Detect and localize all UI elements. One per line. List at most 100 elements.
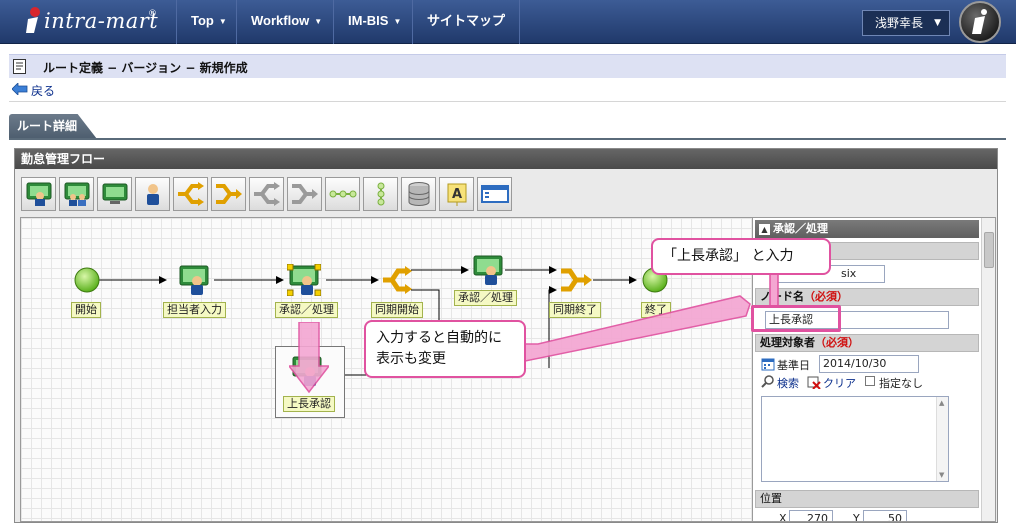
merge-icon [561,268,592,292]
tool-merge[interactable] [211,177,246,211]
tool-line[interactable] [325,177,360,211]
x-value: 270 [807,512,828,522]
node-name-input[interactable]: 上長承認 [765,311,949,329]
scroll-down-icon[interactable]: ▼ [939,471,945,479]
user-name: 浅野幸長 [875,16,924,30]
flow-node-sync-end[interactable] [559,264,593,299]
callout-enter-name-text: 「上長承認」 と入力 [663,248,794,264]
down-arrow-annotation [289,322,329,394]
scroll-thumb[interactable] [984,232,994,268]
person-node-icon [146,184,159,205]
back-link[interactable]: 戻る [31,84,56,98]
approve-node-icon [473,255,503,285]
required-mark: （必須） [804,290,848,303]
flow-node-label: 承認／処理 [275,302,338,318]
none-checkbox[interactable] [865,376,875,386]
window-icon [480,185,509,203]
nav-sitemap[interactable]: サイトマップ [412,0,521,44]
target-list-scrollbar[interactable]: ▲ ▼ [936,397,948,481]
flow-node-start[interactable] [73,266,101,297]
calendar-icon[interactable] [761,357,775,371]
node-name-value: 上長承認 [769,313,813,326]
flow-connectors [99,266,637,379]
logo-registered-mark: ® [148,9,157,19]
nav-workflow-label: Workflow [251,13,310,28]
tab-route-detail[interactable]: ルート詳細 [9,114,97,139]
tool-vertical-line[interactable] [363,177,398,211]
search-icon[interactable] [761,375,775,389]
nav-im-bis[interactable]: IM-BIS ▼ [333,0,415,44]
flow-node-sync-start[interactable] [381,264,413,299]
merge-alt-icon [291,184,318,204]
flow-node-label-updated: 上長承認 [283,396,335,412]
database-icon [408,182,429,206]
position-label: 位置 [760,492,782,505]
tool-text-label[interactable]: A [439,177,474,211]
x-input[interactable]: 270 [789,510,833,522]
user-menu-dropdown[interactable]: 浅野幸長 ▼ [862,10,950,36]
document-icon [13,59,26,74]
vertical-line-icon [377,182,384,206]
branch-icon [177,182,204,206]
flow-node-label: 担当者入力 [163,302,226,318]
callout-enter-name: 「上長承認」 と入力 [651,238,831,275]
tool-approve-multi-node[interactable] [59,177,94,211]
tool-merge-alt[interactable] [287,177,322,211]
user-avatar-icon[interactable] [957,1,1003,43]
clear-link[interactable]: クリア [823,377,856,390]
flow-node-label: 開始 [71,302,101,318]
tool-approve-node[interactable] [21,177,56,211]
nav-im-bis-label: IM-BIS [348,13,389,28]
process-node-icon [102,183,127,204]
tool-branch-alt[interactable] [249,177,284,211]
flow-node-approve-selected[interactable] [286,263,322,299]
approve-node-icon [179,265,209,295]
required-mark: （必須） [815,336,859,349]
callout-auto-update-line2: 表示も変更 [376,351,446,367]
flow-node-approve-2[interactable] [471,254,505,289]
tool-person-node[interactable] [135,177,170,211]
position-label-row: 位置 [755,490,979,508]
none-label: 指定なし [879,377,923,390]
property-section-header[interactable]: ▲承認／処理 [755,220,979,238]
base-date-value: 2014/10/30 [823,357,887,370]
page-title: ルート定義 − バージョン − 新規作成 [43,61,248,75]
tool-process-node[interactable] [97,177,132,211]
panel-title: 勤怠管理フロー [15,149,997,169]
back-arrow-icon[interactable] [12,83,28,95]
intra-mart-logo[interactable]: intra-mart ® [8,3,168,41]
node-id-value: six [841,267,857,280]
y-value: 50 [888,512,902,522]
chevron-down-icon: ▼ [934,18,941,28]
nav-workflow[interactable]: Workflow▼ [236,0,336,44]
tool-database[interactable] [401,177,436,211]
callout-auto-update-line1: 入力すると自動的に [376,330,502,346]
chevron-down-icon: ▼ [393,16,402,26]
target-label: 処理対象者 [760,336,815,349]
branch-alt-icon [253,182,280,206]
approve-multi-node-icon [64,182,89,206]
scroll-up-icon[interactable]: ▲ [939,399,945,407]
clear-icon[interactable] [807,375,821,389]
target-list-box[interactable]: ▲ ▼ [761,396,949,482]
base-date-input[interactable]: 2014/10/30 [819,355,919,373]
nav-top[interactable]: Top▼ [176,0,241,44]
svg-text:A: A [451,187,461,202]
approve-node-icon [286,263,322,297]
tool-window[interactable] [477,177,512,211]
y-input[interactable]: 50 [863,510,907,522]
property-section-title: 承認／処理 [773,222,828,235]
tool-branch[interactable] [173,177,208,211]
collapse-icon[interactable]: ▲ [759,224,770,235]
tab-route-detail-label: ルート詳細 [17,119,78,133]
flow-node-entry[interactable] [177,264,211,299]
search-link[interactable]: 検索 [777,377,799,390]
flow-toolbar: A [21,177,512,211]
flow-canvas[interactable]: 開始 担当者入力 承認／処理 [20,217,753,522]
back-bar: 戻る [9,78,1006,102]
property-panel-scrollbar[interactable] [981,218,995,521]
top-navigation-bar: intra-mart ® Top▼ Workflow▼ IM-BIS▼ サイトマ… [0,0,1016,44]
merge-icon [215,184,242,204]
nav-top-label: Top [191,13,214,28]
